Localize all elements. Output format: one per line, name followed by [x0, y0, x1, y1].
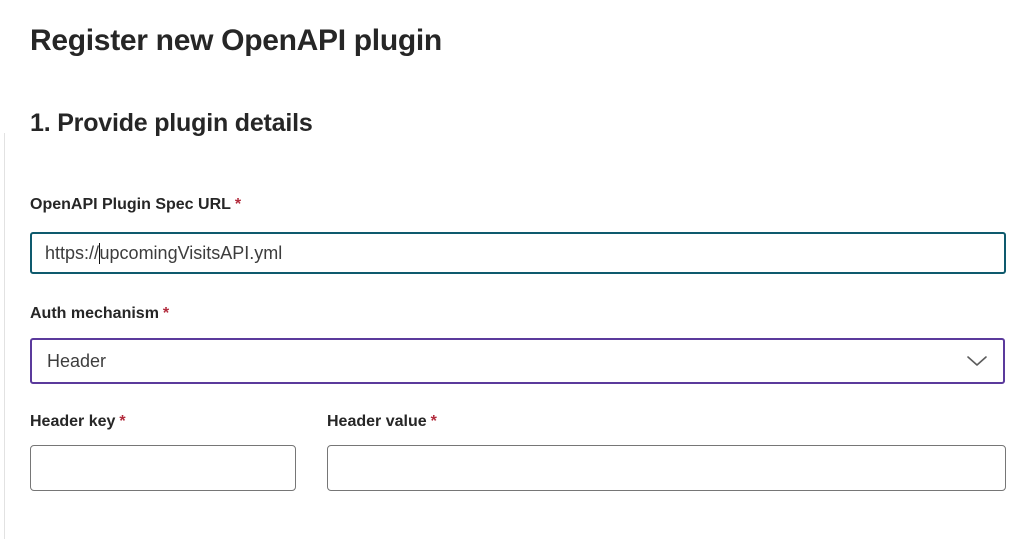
header-key-label-text: Header key — [30, 413, 116, 430]
spec-url-input[interactable]: https://upcomingVisitsAPI.yml — [30, 232, 1006, 274]
auth-mechanism-selected-value: Header — [47, 350, 107, 371]
page-title: Register new OpenAPI plugin — [30, 24, 442, 57]
auth-mechanism-dropdown[interactable]: Header — [30, 338, 1005, 384]
auth-mechanism-label-text: Auth mechanism — [30, 305, 159, 322]
spec-url-value-after-caret: upcomingVisitsAPI.yml — [99, 242, 283, 263]
header-value-label: Header value* — [327, 413, 437, 431]
header-value-label-text: Header value — [327, 413, 427, 430]
required-asterisk: * — [162, 305, 170, 322]
required-asterisk: * — [234, 196, 242, 213]
auth-mechanism-label: Auth mechanism* — [30, 305, 169, 323]
required-asterisk: * — [430, 413, 437, 430]
spec-url-label-text: OpenAPI Plugin Spec URL — [30, 196, 231, 213]
spec-url-value-before-caret: https:// — [45, 242, 100, 263]
header-key-label: Header key* — [30, 413, 126, 431]
required-asterisk: * — [119, 413, 126, 430]
chevron-down-icon — [966, 355, 988, 367]
spec-url-label: OpenAPI Plugin Spec URL* — [30, 196, 241, 214]
header-value-input[interactable] — [327, 445, 1006, 491]
text-caret — [98, 242, 101, 264]
left-track-divider — [4, 133, 5, 539]
step-heading: 1. Provide plugin details — [30, 109, 313, 137]
header-key-input[interactable] — [30, 445, 296, 491]
